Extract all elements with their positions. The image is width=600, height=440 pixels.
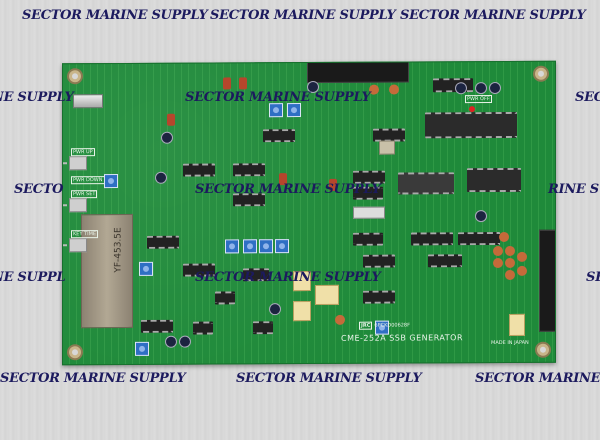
- capacitor: [505, 245, 515, 256]
- electrolytic-capacitor: [179, 335, 191, 348]
- ribbon-connector-right: [539, 229, 556, 332]
- mounting-hole: [535, 341, 551, 358]
- watermark-text: SECTOR MARINE SUPPLY: [185, 90, 371, 105]
- capacitor: [223, 77, 231, 90]
- ic-chip: [183, 163, 215, 177]
- silk-label: KEY TIME: [71, 230, 99, 239]
- electrolytic-capacitor: [455, 82, 467, 95]
- electrolytic-capacitor: [475, 82, 487, 95]
- ic-chip: [363, 254, 395, 268]
- trimmer-pot: [275, 239, 289, 254]
- ic-chip: [193, 321, 213, 335]
- capacitor: [499, 231, 509, 243]
- watermark-text: SECTOR MARINE SUPPLY: [195, 270, 381, 285]
- led: [469, 106, 475, 113]
- switch: [69, 156, 87, 171]
- capacitor: [239, 77, 247, 90]
- transformer: [509, 313, 525, 336]
- watermark-text: SE: [586, 270, 600, 285]
- capacitor: [505, 269, 515, 280]
- capacitor: [389, 84, 399, 95]
- circuit-board: YF-453.5E PWR UP PWR DOWN PWR SET KEY TI…: [62, 60, 556, 366]
- ic-chip: [353, 232, 383, 246]
- trimmer-pot: [259, 239, 273, 254]
- capacitor: [493, 257, 503, 269]
- watermark-text: RINE SUPPLY: [548, 182, 600, 197]
- trimmer-capacitor: [315, 284, 339, 305]
- trimmer-pot: [269, 103, 283, 118]
- capacitor: [167, 113, 175, 126]
- trimmer-pot: [287, 103, 301, 118]
- board-title: CME-252A SSB GENERATOR: [341, 333, 464, 343]
- watermark-text: NE SUPPLY: [0, 90, 74, 105]
- capacitor: [517, 251, 527, 262]
- electrolytic-capacitor: [489, 81, 501, 95]
- test-pin: [62, 244, 67, 247]
- ic-chip: [253, 321, 273, 335]
- electrolytic-capacitor: [269, 303, 281, 316]
- ic-chip: [458, 231, 500, 246]
- watermark-text: SECTOR MARINE SUPPLY: [400, 8, 586, 23]
- ic-chip: [467, 167, 521, 193]
- crystal-oscillator: [379, 140, 395, 155]
- ic-chip: [263, 129, 295, 143]
- silk-label: PWR SET: [71, 190, 98, 199]
- jrc-logo: JRC: [359, 321, 373, 330]
- trimmer-pot: [243, 239, 257, 254]
- watermark-text: SECTOR MARINE SUPPLY: [22, 8, 208, 23]
- electrolytic-capacitor: [161, 131, 173, 144]
- ic-chip: [141, 319, 173, 333]
- watermark-text: NE SUPPL: [0, 270, 66, 285]
- silk-label: PWR UP: [71, 148, 95, 157]
- watermark-text: SECTOR MARINE SUPPLY: [236, 371, 422, 386]
- watermark-text: SECTO: [14, 182, 64, 197]
- trimmer-pot: [225, 239, 239, 254]
- trimmer-pot: [104, 174, 118, 189]
- silk-label: PWR DOWN: [71, 176, 105, 185]
- capacitor: [505, 257, 515, 268]
- microcontroller-chip: [425, 111, 517, 139]
- trimmer-pot: [139, 261, 153, 276]
- trimmer-pot: [135, 341, 149, 356]
- test-pin: [62, 204, 67, 207]
- dip-switch: [353, 206, 385, 219]
- electrolytic-capacitor: [165, 335, 177, 348]
- ic-chip: [215, 291, 235, 305]
- watermark-text: SECTOR MARINE SUPPLY: [210, 8, 396, 23]
- coax-connector: [73, 94, 103, 109]
- switch: [69, 198, 87, 213]
- filter-label: YF-453.5E: [113, 227, 124, 273]
- ic-chip: [233, 163, 265, 177]
- test-pin: [62, 162, 67, 165]
- mounting-hole: [67, 344, 83, 361]
- watermark-text: SECTOR MARINE S: [475, 371, 600, 386]
- ic-chip: [363, 290, 395, 304]
- mounting-hole: [67, 68, 83, 85]
- electrolytic-capacitor: [155, 171, 167, 184]
- watermark-text: SECTOR MARINE SUPPLY: [0, 371, 186, 386]
- watermark-text: SECTOR MARINE SUPPLY: [195, 182, 381, 197]
- watermark-text: SECTOR MARINE SUPPLY: [575, 90, 600, 105]
- mounting-hole: [533, 65, 549, 82]
- ic-chip: [147, 235, 179, 249]
- capacitor: [517, 265, 527, 276]
- silk-label: PWR OFF: [465, 95, 492, 104]
- ic-socket: [398, 172, 454, 195]
- ribbon-connector-top: [307, 60, 409, 84]
- capacitor: [335, 314, 345, 325]
- trimmer-capacitor: [293, 300, 311, 322]
- electrolytic-capacitor: [475, 210, 487, 223]
- ic-chip: [433, 78, 473, 93]
- switch: [69, 238, 87, 253]
- ic-chip: [411, 232, 453, 246]
- ic-chip: [428, 254, 462, 268]
- capacitor: [493, 245, 503, 257]
- origin-label: MADE IN JAPAN: [491, 339, 529, 347]
